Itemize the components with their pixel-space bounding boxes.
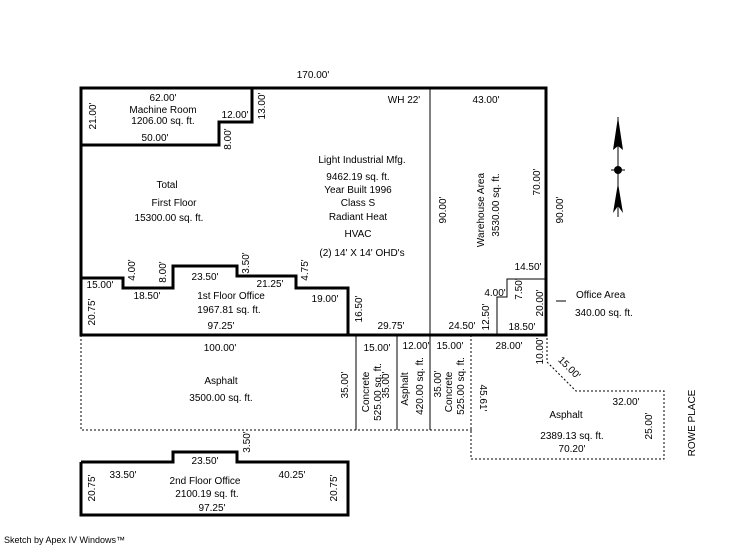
dim: 14.50' bbox=[515, 262, 542, 273]
warehouse-area: 3530.00 sq. ft. bbox=[491, 173, 502, 236]
main-building-outline bbox=[79, 86, 548, 337]
wh-label: WH 22' bbox=[388, 95, 421, 106]
overall-width: 170.00' bbox=[297, 70, 330, 81]
total-label: Total bbox=[156, 180, 177, 191]
concrete-1-area: 525.00 sq. ft. bbox=[373, 363, 384, 421]
dim: 90.00' bbox=[438, 196, 449, 223]
asphalt-main-name: Asphalt bbox=[204, 376, 238, 387]
dim: 12.50' bbox=[481, 303, 492, 330]
dim: 4.00' bbox=[484, 288, 505, 299]
dim: 100.00' bbox=[204, 343, 237, 354]
dim: 21.00' bbox=[88, 102, 99, 129]
dim: 40.25' bbox=[279, 470, 306, 481]
dim: 23.50' bbox=[192, 272, 219, 283]
second-floor-office-outline bbox=[79, 450, 350, 517]
concrete-2-area: 525.00 sq. ft. bbox=[456, 357, 467, 415]
li-line: Year Built 1996 bbox=[324, 185, 392, 196]
second-floor-office-name: 2nd Floor Office bbox=[170, 476, 241, 487]
dim: 62.00' bbox=[150, 93, 177, 104]
machine-room-wall bbox=[81, 88, 254, 147]
north-arrow-icon bbox=[611, 117, 625, 217]
dim: 20.75' bbox=[87, 298, 98, 325]
asphalt-right-name: Asphalt bbox=[549, 410, 583, 421]
dim: 97.25' bbox=[199, 503, 226, 514]
dim: 15.00' bbox=[87, 280, 114, 291]
dim: 20.00' bbox=[535, 289, 546, 316]
li-line: (2) 14' X 14' OHD's bbox=[319, 248, 404, 259]
dim: 3.50' bbox=[241, 252, 252, 273]
first-floor-office-wall bbox=[81, 264, 350, 335]
dim: 8.00' bbox=[158, 261, 169, 282]
dim: 4.00' bbox=[127, 259, 138, 280]
li-line: Class S bbox=[341, 198, 376, 209]
dim: 12.00' bbox=[403, 341, 430, 352]
dim: 4.75' bbox=[300, 259, 311, 280]
total-area: 15300.00 sq. ft. bbox=[135, 213, 204, 224]
dim: 18.50' bbox=[134, 291, 161, 302]
dim: 12.00' bbox=[222, 110, 249, 121]
asphalt-strip-area: 420.00 sq. ft. bbox=[415, 357, 426, 415]
li-line: HVAC bbox=[344, 229, 371, 240]
dim: 15.00' bbox=[437, 341, 464, 352]
dim: 16.50' bbox=[354, 295, 365, 322]
dim: 97.25' bbox=[208, 321, 235, 332]
dim: 10.00' bbox=[535, 337, 546, 364]
dim: 50.00' bbox=[142, 133, 169, 144]
li-line: 9462.19 sq. ft. bbox=[326, 172, 389, 183]
office-area-area: 340.00 sq. ft. bbox=[575, 308, 633, 319]
dim: 35.00' bbox=[340, 371, 351, 398]
dim: 32.00' bbox=[613, 397, 640, 408]
dim: 23.50' bbox=[192, 456, 219, 467]
dim: 35.00' bbox=[381, 371, 392, 398]
machine-room-area: 1206.00 sq. ft. bbox=[131, 116, 194, 127]
dim: 20.75' bbox=[329, 474, 340, 501]
dim: 20.75' bbox=[87, 474, 98, 501]
dim: 8.00' bbox=[223, 128, 234, 149]
dim: 70.20' bbox=[559, 444, 586, 455]
li-line: Radiant Heat bbox=[329, 212, 388, 223]
dim: 3.50' bbox=[242, 431, 253, 452]
dim: 19.00' bbox=[312, 294, 339, 305]
machine-room-name: Machine Room bbox=[129, 105, 196, 116]
first-floor-office-area: 1967.81 sq. ft. bbox=[197, 305, 260, 316]
dim: 7.50' bbox=[514, 278, 525, 299]
dim: 35.00' bbox=[433, 370, 444, 397]
asphalt-strip-name: Asphalt bbox=[400, 372, 411, 406]
dim: 70.00' bbox=[532, 168, 543, 195]
dim: 29.75' bbox=[378, 321, 405, 332]
dim: 15.00' bbox=[555, 355, 582, 382]
dim: 15.00' bbox=[364, 343, 391, 354]
floor-label: First Floor bbox=[152, 198, 198, 209]
footer-credit: Sketch by Apex IV Windows™ bbox=[4, 535, 125, 545]
concrete-1-name: Concrete bbox=[361, 371, 372, 412]
dim: 25.00' bbox=[644, 412, 655, 439]
asphalt-right-area: 2389.13 sq. ft. bbox=[540, 431, 603, 442]
dim: 24.50' bbox=[449, 321, 476, 332]
street-name: ROWE PLACE bbox=[687, 389, 698, 456]
second-floor-office-area: 2100.19 sq. ft. bbox=[175, 489, 238, 500]
office-area-name: Office Area bbox=[576, 290, 626, 301]
dim: 28.00' bbox=[496, 341, 523, 352]
dim: 43.00' bbox=[473, 95, 500, 106]
dim: 18.50' bbox=[509, 322, 536, 333]
dim: 33.50' bbox=[110, 470, 137, 481]
office-area-wall bbox=[496, 278, 546, 335]
asphalt-right-outline bbox=[470, 335, 665, 460]
warehouse-name: Warehouse Area bbox=[476, 173, 487, 248]
dim: 13.00' bbox=[257, 92, 268, 119]
asphalt-main-area: 3500.00 sq. ft. bbox=[189, 393, 252, 404]
dim: 45.61' bbox=[477, 385, 488, 412]
li-line: Light Industrial Mfg. bbox=[318, 155, 405, 166]
concrete-2-name: Concrete bbox=[444, 371, 455, 412]
dim: 21.25' bbox=[257, 279, 284, 290]
first-floor-office-name: 1st Floor Office bbox=[197, 291, 265, 302]
dim: 90.00' bbox=[555, 196, 566, 223]
